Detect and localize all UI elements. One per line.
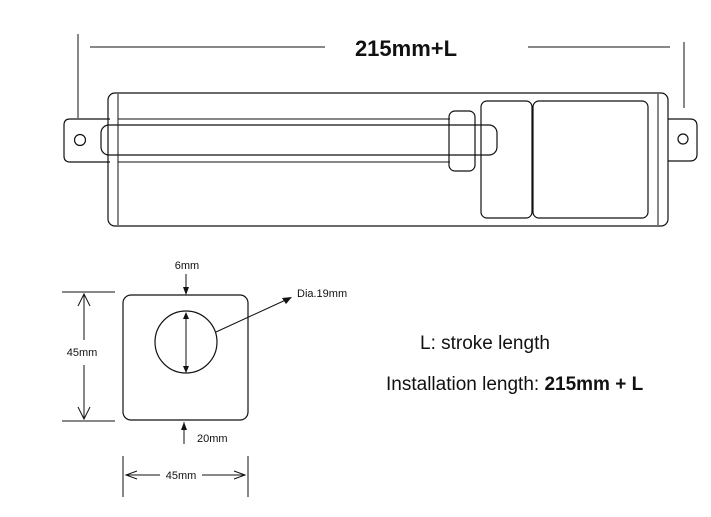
- hole-diameter-arrow-top: [183, 312, 189, 319]
- gap-top-arrowhead: [183, 287, 189, 295]
- installation-length-note: Installation length: 215mm + L: [386, 374, 644, 395]
- gap-bottom-arrowhead: [181, 422, 187, 430]
- actuator-side-view: 215mm+L: [63, 34, 698, 227]
- rod-end-mount-hole: [73, 133, 87, 147]
- diameter-leader-arrowhead: [282, 297, 292, 304]
- total-length-label: 215mm+L: [355, 36, 457, 61]
- actuator-end-view: 6mm Dia.19mm 45mm 20mm 45mm: [62, 260, 347, 497]
- installation-length-prefix: Installation length:: [386, 374, 544, 395]
- actuator-rod: [100, 124, 498, 156]
- motor-block: [532, 100, 649, 219]
- height-arrow-top: [77, 292, 91, 307]
- height-arrow-bottom: [77, 406, 91, 421]
- installation-length-value: 215mm + L: [544, 374, 643, 395]
- gearbox-block: [480, 100, 533, 219]
- end-profile-square: [122, 294, 249, 421]
- actuator-housing: [107, 92, 669, 227]
- hole-diameter-arrow-bottom: [183, 366, 189, 373]
- rod-collar: [448, 110, 476, 172]
- hole-diameter-label: Dia.19mm: [297, 288, 347, 300]
- width-arrow-left: [124, 470, 138, 480]
- gap-top-label: 6mm: [175, 260, 199, 272]
- legend-notes: L: stroke length Installation length: 21…: [386, 333, 644, 395]
- width-label: 45mm: [166, 470, 197, 482]
- stroke-length-note: L: stroke length: [420, 333, 550, 354]
- gap-bottom-label: 20mm: [197, 433, 228, 445]
- width-arrow-right: [233, 470, 247, 480]
- rod-end-mount-tab: [63, 118, 110, 163]
- height-label: 45mm: [67, 347, 98, 359]
- rear-mount-tab: [668, 118, 698, 162]
- rear-mount-hole: [677, 133, 689, 145]
- diameter-leader-line: [215, 297, 291, 333]
